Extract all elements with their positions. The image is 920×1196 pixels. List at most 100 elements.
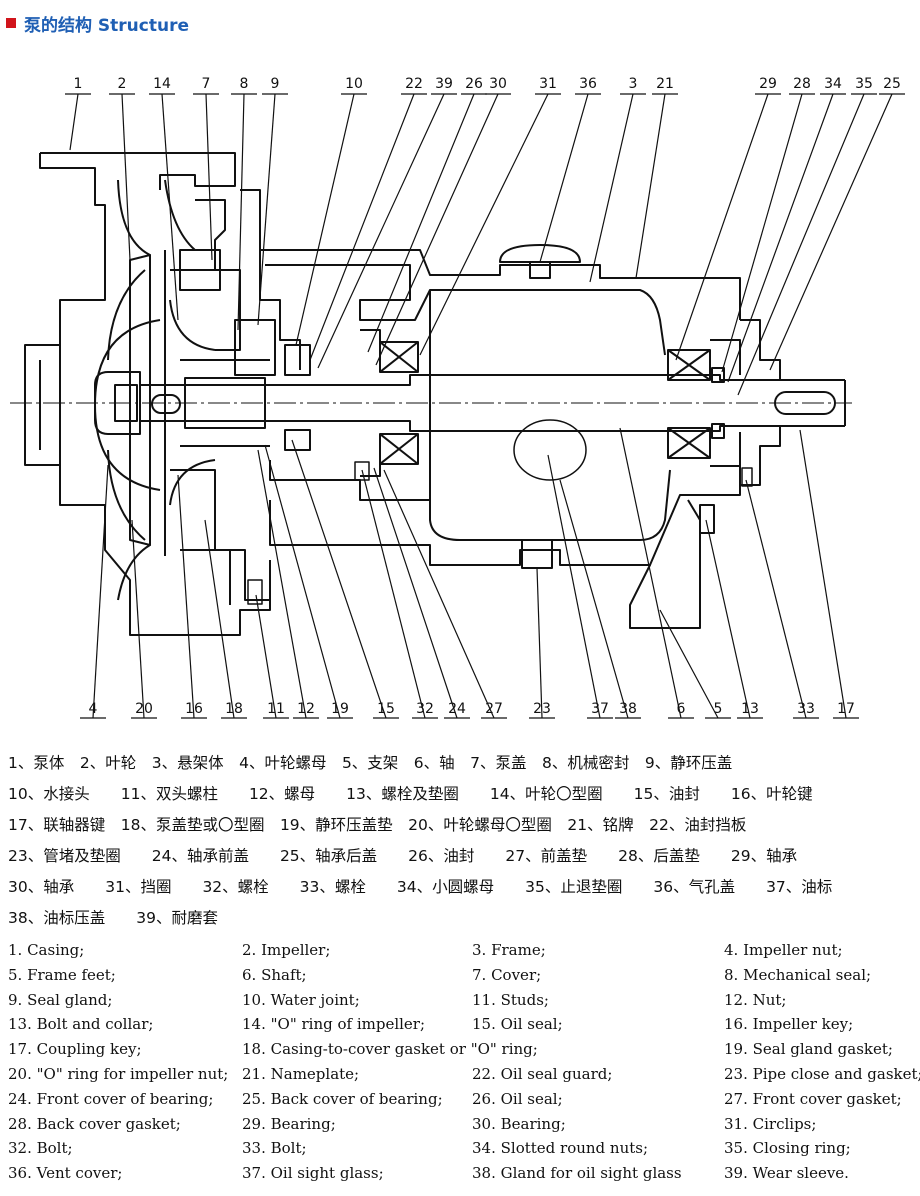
callout-label: 8 [240,76,249,92]
callout-leader [257,449,307,719]
callout-label: 3 [629,76,638,92]
callout-leader [121,93,131,261]
callout-leader [317,93,445,369]
callout-label: 36 [579,76,597,92]
en-part-item: 30. Bearing; [472,1114,566,1133]
callout-label: 21 [656,76,674,92]
english-parts-list: 1. Casing; 2. Impeller; 3. Frame; 4. Impell… [8,938,920,1186]
callout-leader [204,519,235,719]
callout-label: 20 [135,701,153,717]
callout-label: 15 [377,701,395,717]
callout-leader [373,467,458,719]
callout-label: 23 [533,701,551,717]
red-square-icon [6,18,16,28]
callout-label: 14 [153,76,171,92]
en-part-item: 19. Seal gland gasket; [724,1040,893,1059]
bearing-rear [667,339,741,467]
en-row: 1. Casing; 2. Impeller; 3. Frame; 4. Impell… [8,938,914,963]
callout-label: 6 [677,701,686,717]
callout-leader [547,454,601,719]
callout-leader [257,93,276,326]
en-part-item: 39. Wear sleeve. [724,1164,849,1183]
callout-label: 1 [74,76,83,92]
en-part-item: 21. Nameplate; [242,1064,360,1083]
callout-leader [237,93,245,331]
callout-label: 2 [118,76,127,92]
en-part-item: 18. Casing-to-cover gasket or "O" ring; [242,1040,538,1059]
callout-leader [675,93,769,361]
bearing-back-cover [740,319,781,486]
zh-row: 17、联轴器键 18、泵盖垫或〇型圈 19、静环压盖垫 20、叶轮螺母〇型圈 2… [8,816,747,834]
en-row: 13. Bolt and collar;14. "O" ring of impe… [8,1012,914,1037]
callout-label: 35 [855,76,873,92]
en-part-item: 15. Oil seal; [472,1015,563,1034]
en-part-item: 4. Impeller nut; [724,941,843,959]
callout-leader [69,93,79,151]
en-part-item: 31. Circlips; [724,1114,817,1133]
callout-label: 22 [405,76,423,92]
callout-label: 37 [591,701,609,717]
leader-lines [65,93,905,719]
en-part-item: 10. Water joint; [242,990,360,1009]
chinese-parts-list: 1、泵体 2、叶轮 3、悬架体 4、叶轮螺母 5、支架 6、轴 7、泵盖 8、机… [8,748,914,934]
zh-row: 1、泵体 2、叶轮 3、悬架体 4、叶轮螺母 5、支架 6、轴 7、泵盖 8、机… [8,754,733,772]
en-part-item: 20. "O" ring for impeller nut; [8,1064,229,1083]
en-part-item: 8. Mechanical seal; [724,965,872,984]
callout-leader [589,93,634,283]
zh-row: 30、轴承 31、挡圈 32、螺栓 33、螺栓 34、小圆螺母 35、止退垫圈 … [8,878,833,896]
callout-leader [375,93,499,366]
callout-leader [745,479,807,719]
section-title: 泵的结构 Structure [24,15,189,36]
en-part-item: 33. Bolt; [242,1139,307,1158]
callout-label: 16 [185,701,203,717]
en-part-item: 28. Back cover gasket; [8,1114,181,1133]
en-part-item: 1. Casing; [8,941,85,959]
en-part-item: 9. Seal gland; [8,990,113,1009]
en-part-item: 3. Frame; [472,941,546,959]
callout-leader [177,474,195,719]
en-part-item: 2. Impeller; [242,941,331,959]
en-part-item: 37. Oil sight glass; [242,1164,384,1183]
callout-leader [309,93,415,361]
en-part-item: 17. Coupling key; [8,1040,142,1059]
callout-label: 5 [714,701,723,717]
en-part-item: 35. Closing ring; [724,1139,851,1158]
shaft [140,374,846,432]
callout-leader [419,93,549,356]
callout-leader [799,429,847,719]
callout-leader [619,427,682,719]
callout-label: 11 [267,701,285,717]
callout-leader [264,444,341,719]
callout-label: 13 [741,701,759,717]
section-header: 泵的结构 Structure [6,10,189,36]
zh-row: 23、管堵及垫圈 24、轴承前盖 25、轴承后盖 26、油封 27、前盖垫 28… [8,847,798,865]
en-part-item: 22. Oil seal guard; [472,1064,613,1083]
callout-leader [383,469,495,719]
callout-leader [295,93,355,346]
en-part-item: 23. Pipe close and gasket; [724,1064,920,1083]
callout-label: 39 [435,76,453,92]
callout-leader [659,609,719,719]
callout-leader [737,93,865,396]
en-row: 20. "O" ring for impeller nut; 21. Namepl… [8,1062,920,1087]
callout-leader [205,93,213,261]
en-part-item: 12. Nut; [724,990,787,1009]
callout-leader [131,519,145,719]
callout-label: 25 [883,76,901,92]
callout-leader [727,93,834,383]
zh-row: 38、油标压盖 39、耐磨套 [8,909,218,927]
en-part-item: 6. Shaft; [242,965,307,984]
callout-label: 38 [619,701,637,717]
en-part-item: 24. Front cover of bearing; [8,1089,214,1108]
callout-leader [705,519,751,719]
en-row: 36. Vent cover;37. Oil sight glass;38. G… [8,1161,914,1186]
en-part-item: 11. Studs; [472,990,549,1009]
en-part-item: 32. Bolt; [8,1139,73,1158]
callout-leader [291,439,387,719]
mechanical-seal [180,319,311,451]
callout-label: 30 [489,76,507,92]
en-row: 17. Coupling key; 18. Casing-to-cover gas… [8,1037,914,1062]
callout-label: 29 [759,76,777,92]
en-row: 9. Seal gland; 10. Water joint; 11. Studs;… [8,988,914,1013]
callout-leader [769,93,893,371]
